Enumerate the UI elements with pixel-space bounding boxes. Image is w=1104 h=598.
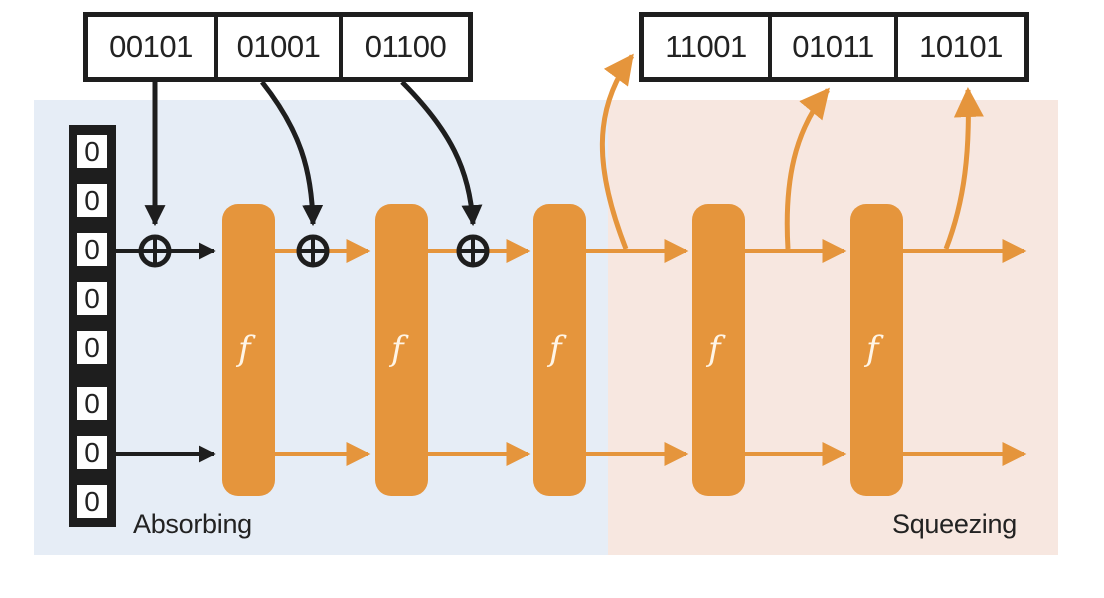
xor-icon-3: [456, 234, 490, 268]
function-box-2: [375, 204, 428, 496]
input-block-1: 00101: [88, 17, 214, 77]
output-block-3: 10101: [898, 17, 1024, 77]
function-box-4: [692, 204, 745, 496]
input-arrow-3: [400, 80, 483, 227]
state-bit: 0: [73, 278, 111, 319]
state-bit: 0: [73, 383, 111, 424]
xor-icon-1: [138, 234, 172, 268]
absorbing-region: [34, 100, 608, 555]
absorbing-label: Absorbing: [133, 509, 252, 539]
function-label-3: f: [549, 329, 562, 369]
squeezing-region: [608, 100, 1058, 555]
function-box-5: [850, 204, 903, 496]
function-label-4: f: [708, 329, 721, 369]
state-bit: 0: [73, 229, 111, 270]
input-block-3: 01100: [343, 17, 468, 77]
function-box-3: [533, 204, 586, 496]
output-arrow-3: [943, 87, 984, 250]
input-block-2: 01001: [218, 17, 339, 77]
output-arrow-2: [784, 87, 830, 250]
state-bit: 0: [73, 327, 111, 368]
state-bit: 0: [73, 432, 111, 473]
function-label-5: f: [866, 329, 879, 369]
state-bit: 0: [73, 131, 111, 172]
state-bit: 0: [73, 481, 111, 522]
squeezing-label: Squeezing: [892, 509, 1017, 539]
output-block-1: 11001: [644, 17, 768, 77]
output-block-2: 01011: [772, 17, 894, 77]
xor-icon-2: [296, 234, 330, 268]
input-arrow-2: [260, 80, 324, 227]
function-label-1: f: [238, 329, 251, 369]
state-bit: 0: [73, 180, 111, 221]
function-box-1: [222, 204, 275, 496]
function-label-2: f: [391, 329, 404, 369]
output-arrow-1: [599, 53, 635, 250]
